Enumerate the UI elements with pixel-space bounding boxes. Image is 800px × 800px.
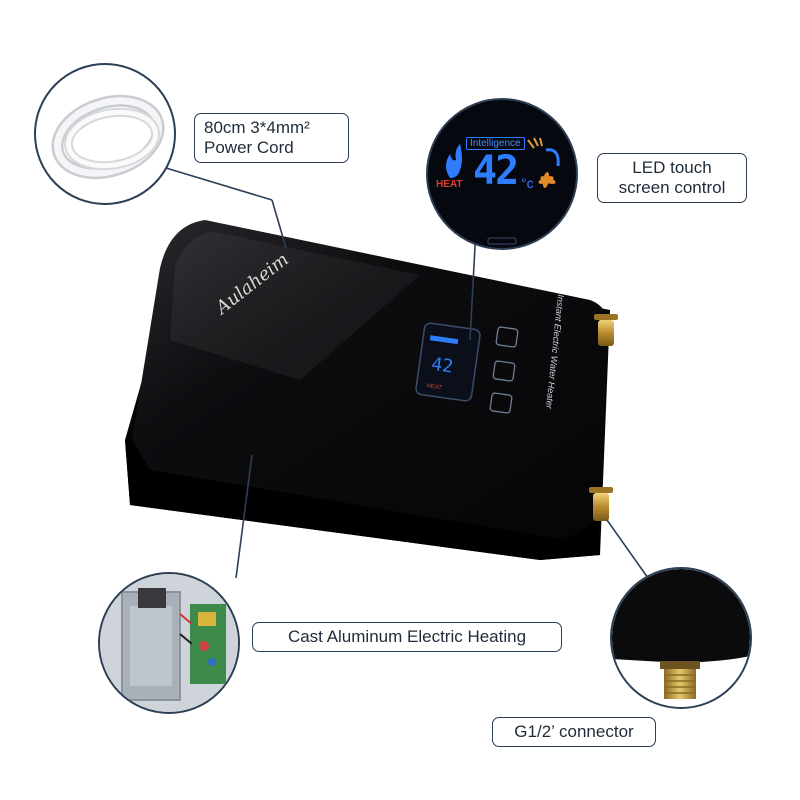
power-cord-inset: [34, 63, 176, 205]
lcd-mode-badge: Intelligence: [466, 137, 525, 150]
led-control-line1: LED touch: [632, 158, 712, 177]
power-cord-image: [51, 94, 165, 180]
connector-inset: [610, 567, 752, 709]
svg-text:HEAT: HEAT: [426, 383, 443, 391]
led-control-label: LED touch screen control: [597, 153, 747, 203]
lcd-heat-label: HEAT: [436, 179, 463, 190]
connector-label: G1/2’ connector: [492, 717, 656, 747]
leader-connector: [606, 519, 649, 579]
heating-element-image: [100, 574, 238, 712]
led-display-inset: Intelligence 42 °c HEAT: [426, 98, 578, 250]
led-control-line2: screen control: [618, 178, 726, 197]
water-connector-top: [594, 314, 618, 346]
fan-icon: [538, 172, 556, 188]
power-cord-label: 80cm 3*4mm² Power Cord: [194, 113, 349, 163]
power-cord-spec: 80cm 3*4mm²: [204, 118, 310, 137]
shower-icon: [527, 137, 543, 149]
leader-heating: [235, 454, 253, 579]
lcd-temperature: 42: [473, 148, 519, 194]
leader-led: [469, 227, 477, 341]
body-touch-buttons: [489, 326, 519, 414]
heating-label: Cast Aluminum Electric Heating: [252, 622, 562, 652]
power-cord-title: Power Cord: [204, 138, 294, 157]
svg-text:42: 42: [430, 354, 454, 378]
lcd-icons: [446, 137, 560, 245]
water-connector-bottom: [589, 487, 613, 521]
leader-power-cord: [165, 167, 273, 201]
heating-element-inset: [98, 572, 240, 714]
body-display-panel: 42 HEAT: [415, 322, 481, 402]
lcd-unit: °c: [521, 175, 534, 191]
flame-icon: [446, 144, 462, 178]
connector-image: [612, 569, 750, 707]
